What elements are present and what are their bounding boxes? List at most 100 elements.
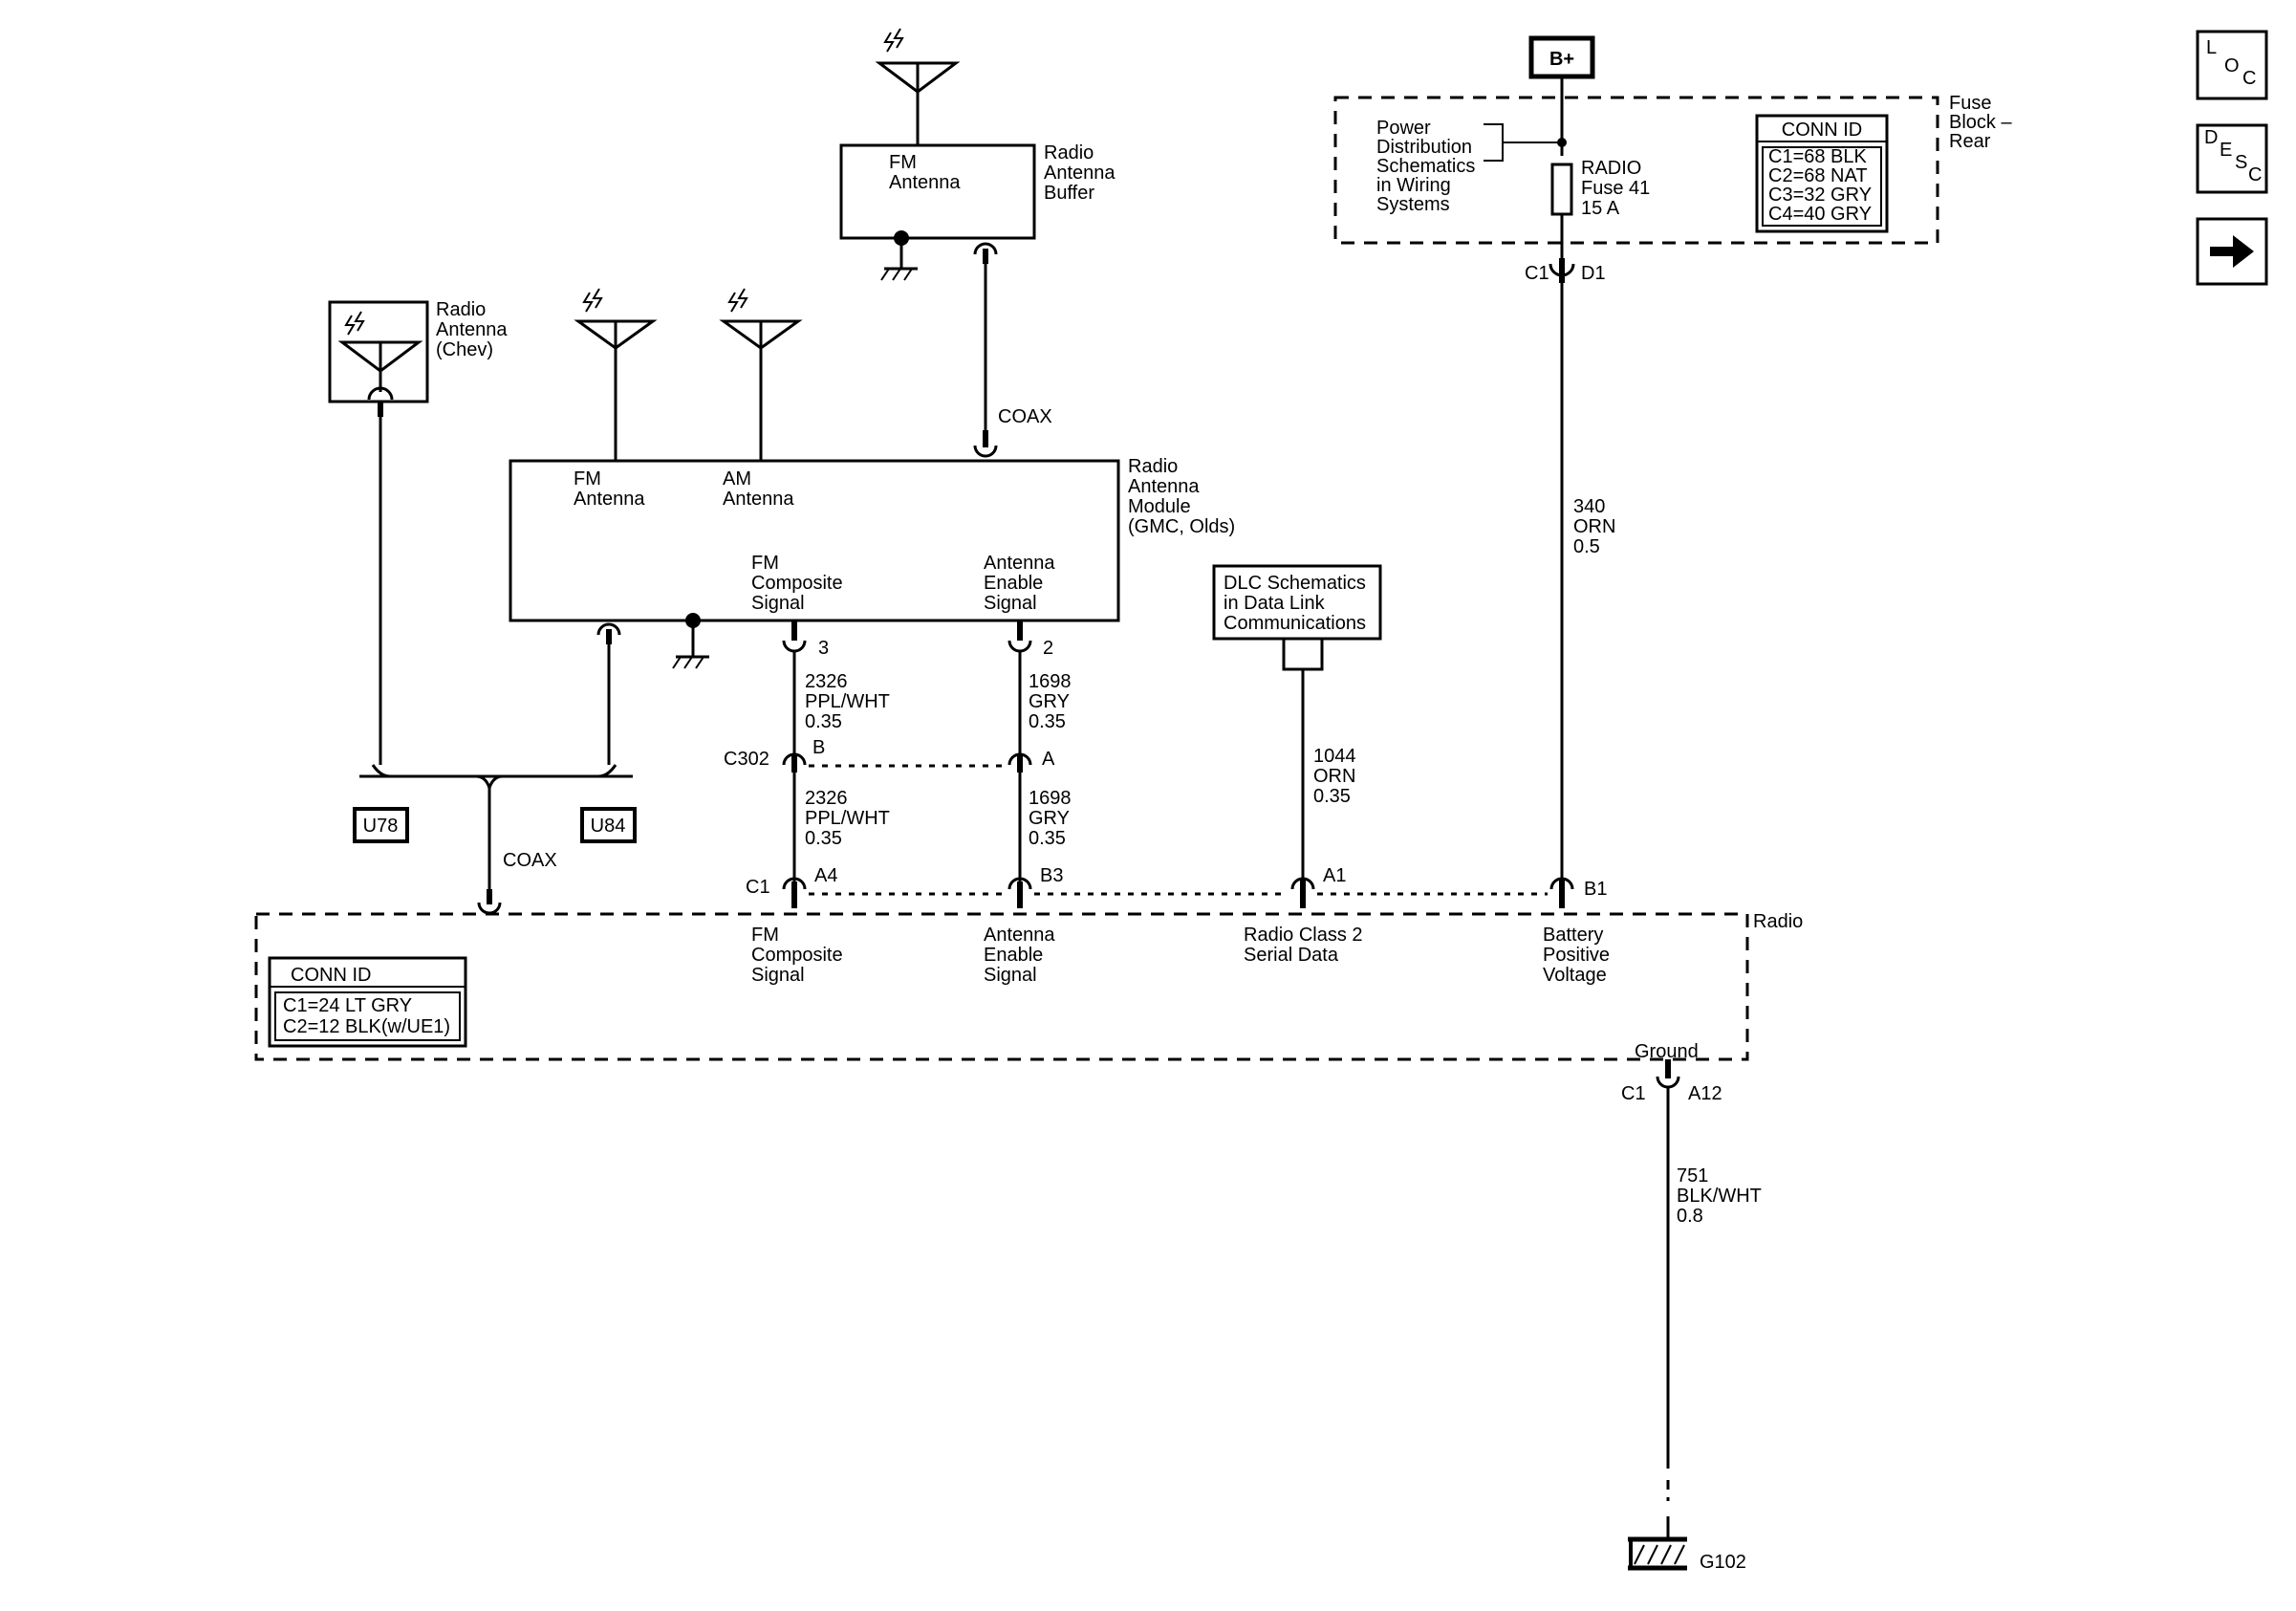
radio-ground-label: Ground	[1635, 1041, 1699, 1062]
svg-text:Distribution: Distribution	[1376, 137, 1472, 158]
svg-text:PPL/WHT: PPL/WHT	[805, 808, 890, 829]
radio-fuse-41	[1550, 163, 1573, 216]
svg-text:0.35: 0.35	[1313, 786, 1351, 807]
fuse-block-conn-id-table: CONN ID C1=68 BLK C2=68 NAT C3=32 GRY C4…	[1755, 114, 1889, 233]
svg-text:Schematics: Schematics	[1376, 156, 1475, 177]
svg-text:Antenna: Antenna	[436, 319, 508, 340]
right-arrow-icon	[2210, 235, 2254, 268]
option-u84-box	[580, 807, 637, 843]
svg-text:Composite: Composite	[751, 573, 843, 594]
svg-text:RADIO: RADIO	[1581, 158, 1641, 179]
svg-text:Antenna: Antenna	[984, 553, 1055, 574]
svg-text:Signal: Signal	[751, 593, 805, 614]
svg-text:2326: 2326	[805, 671, 848, 692]
buffer-antenna-icon	[875, 28, 961, 145]
svg-text:15 A: 15 A	[1581, 198, 1620, 219]
radio-conn-id-table: CONN ID C1=24 LT GRY C2=12 BLK(w/UE1)	[268, 956, 467, 1048]
svg-text:2326: 2326	[805, 788, 848, 809]
svg-text:Voltage: Voltage	[1543, 965, 1607, 986]
svg-text:DLC Schematics: DLC Schematics	[1224, 573, 1366, 594]
svg-text:0.5: 0.5	[1573, 536, 1600, 557]
svg-text:in Wiring: in Wiring	[1376, 175, 1451, 196]
svg-text:Enable: Enable	[984, 573, 1043, 594]
svg-text:3: 3	[818, 638, 829, 659]
svg-text:Antenna: Antenna	[723, 489, 794, 510]
radio-label: Radio	[1753, 911, 1803, 932]
svg-text:FM: FM	[574, 468, 601, 490]
module-fm-antenna-label: FM Antenna	[574, 468, 645, 510]
desc-button[interactable]: D E S C	[2196, 123, 2268, 194]
svg-text:Signal: Signal	[984, 593, 1037, 614]
option-u78-label: U78	[363, 816, 399, 837]
radio-fm-composite-label: FM Composite Signal	[751, 925, 843, 986]
module-ground-icon	[672, 613, 709, 669]
svg-text:A1: A1	[1323, 865, 1346, 886]
svg-text:Antenna: Antenna	[889, 172, 961, 193]
module-antenna-enable-label: Antenna Enable Signal	[984, 553, 1055, 614]
svg-text:2: 2	[1043, 638, 1053, 659]
power-distribution-reference: Power Distribution Schematics in Wiring …	[1376, 118, 1475, 215]
svg-text:B1: B1	[1584, 879, 1607, 900]
c302-connector: C302 B A	[724, 737, 1055, 773]
buffer-ground-icon	[880, 230, 918, 281]
radio-outline	[254, 912, 1749, 1061]
bplus-source: B+	[1528, 35, 1595, 79]
radio-antenna-module-label: Radio Antenna Module (GMC, Olds)	[1128, 456, 1235, 537]
radio-antenna-module	[509, 459, 1120, 622]
svg-text:Module: Module	[1128, 496, 1191, 517]
desc-letter-s: S	[2235, 152, 2247, 173]
svg-text:PPL/WHT: PPL/WHT	[805, 691, 890, 712]
chev-antenna-label: Radio Antenna (Chev)	[436, 299, 508, 360]
svg-text:Radio: Radio	[436, 299, 486, 320]
buffer-coax-label: COAX	[998, 406, 1052, 427]
next-button[interactable]	[2196, 217, 2268, 286]
svg-text:Fuse: Fuse	[1949, 93, 1991, 114]
svg-text:C4=40 GRY: C4=40 GRY	[1768, 204, 1872, 225]
svg-text:ORN: ORN	[1573, 516, 1615, 537]
svg-text:Antenna: Antenna	[574, 489, 645, 510]
g102-ground-icon	[1628, 1536, 1687, 1571]
wire-2326-lower-label: 2326 PPL/WHT 0.35	[805, 788, 890, 849]
svg-text:Radio: Radio	[1044, 142, 1094, 163]
fuse-block-connector-c1-d1: C1 D1	[1525, 258, 1606, 284]
svg-text:Block –: Block –	[1949, 112, 2012, 133]
svg-text:Antenna: Antenna	[984, 925, 1055, 946]
buffer-coax-connector	[973, 242, 998, 264]
svg-text:(GMC, Olds): (GMC, Olds)	[1128, 516, 1235, 537]
svg-text:CONN ID: CONN ID	[291, 965, 371, 986]
radio-connector-c1: C1 A4 B3 A1 B1	[746, 865, 1607, 908]
svg-text:in Data Link: in Data Link	[1224, 593, 1326, 614]
radio-antenna-buffer	[839, 143, 1036, 240]
svg-text:Positive: Positive	[1543, 945, 1610, 966]
svg-text:D1: D1	[1581, 263, 1606, 284]
fuse-label: RADIO Fuse 41 15 A	[1581, 158, 1650, 219]
wire-751-label: 751 BLK/WHT 0.8	[1677, 1165, 1762, 1227]
svg-text:FM: FM	[889, 152, 917, 173]
buffer-fm-antenna-label: FM Antenna	[889, 152, 961, 193]
module-am-antenna-label: AM Antenna	[723, 468, 794, 510]
svg-text:C1: C1	[1525, 263, 1549, 284]
svg-text:0.35: 0.35	[1029, 828, 1066, 849]
wire-1698-lower-label: 1698 GRY 0.35	[1029, 788, 1072, 849]
radio-ground-connector: C1 A12	[1621, 1059, 1722, 1104]
svg-text:A12: A12	[1688, 1083, 1722, 1104]
svg-text:CONN ID: CONN ID	[1782, 120, 1862, 141]
fuse-block-outline	[1333, 96, 1939, 245]
svg-text:B3: B3	[1040, 865, 1063, 886]
svg-text:0.35: 0.35	[1029, 711, 1066, 732]
radio-class2-label: Radio Class 2 Serial Data	[1244, 925, 1363, 966]
svg-text:C1: C1	[1621, 1083, 1646, 1104]
desc-letter-d: D	[2204, 127, 2218, 148]
svg-text:340: 340	[1573, 496, 1605, 517]
svg-text:0.35: 0.35	[805, 828, 842, 849]
loc-button[interactable]: L O C	[2196, 30, 2268, 100]
module-coax-out-connector	[596, 622, 621, 644]
svg-text:Composite: Composite	[751, 945, 843, 966]
svg-text:C3=32 GRY: C3=32 GRY	[1768, 185, 1872, 206]
svg-text:A4: A4	[814, 865, 837, 886]
option-u84-label: U84	[591, 816, 626, 837]
svg-text:Communications: Communications	[1224, 613, 1366, 634]
svg-text:C1=24 LT GRY: C1=24 LT GRY	[283, 995, 412, 1016]
svg-text:Signal: Signal	[751, 965, 805, 986]
